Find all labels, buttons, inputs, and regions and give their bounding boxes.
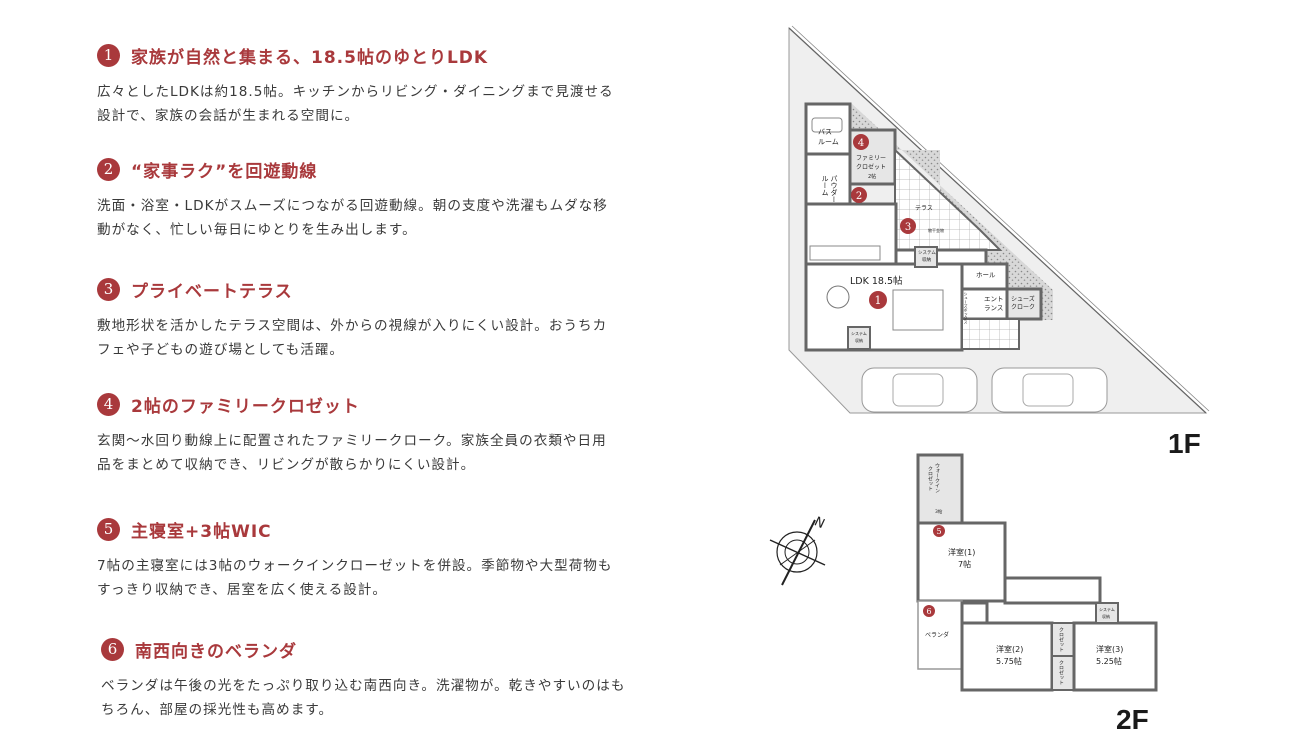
feature-title: プライベートテラス <box>131 281 293 302</box>
site-1f: バス ルーム ファミリー クロゼット 2帖 パウダー ルーム テラス 物干金物 … <box>788 25 1210 414</box>
car-2 <box>991 367 1108 413</box>
label-system-storage-2f: システム <box>1099 606 1115 612</box>
house-2f: ウォークイン クロゼット 3帖 洋室(1) 7帖 ベランダ システム 収納 洋室… <box>916 453 1158 692</box>
marker-2: 2 <box>851 187 867 203</box>
label-system-storage-2: 収納 <box>922 256 931 263</box>
house-1f <box>804 102 1043 352</box>
label-shoes-cloak-2: クローク <box>1011 304 1035 311</box>
feature-title: 主寝室+3帖WIC <box>131 521 272 542</box>
label-terrace: テラス <box>915 205 933 212</box>
label-bath: バス <box>818 128 832 136</box>
marker-6: 6 <box>923 605 935 617</box>
compass-icon: N <box>769 514 827 586</box>
marker-5: 5 <box>933 525 945 537</box>
feature-title: 家族が自然と集まる、18.5帖のゆとりLDK <box>131 47 489 68</box>
svg-text:5: 5 <box>936 527 941 536</box>
label-bath-2: ルーム <box>818 138 839 146</box>
feature-4: 4 2帖のファミリークロゼット 玄関〜水回り動線上に配置されたファミリークローク… <box>97 391 697 477</box>
label-shoes-cloak: シューズ <box>1011 295 1035 303</box>
label-room1-size: 7帖 <box>958 559 971 569</box>
feature-2: 2 “家事ラク”を回遊動線 洗面・浴室・LDKがスムーズにつながる回遊動線。朝の… <box>97 156 697 242</box>
feature-description: 敷地形状を活かしたテラス空間は、外からの視線が入りにくい設計。おうちカ フェや子… <box>97 318 608 358</box>
label-room2-size: 5.75帖 <box>996 656 1022 666</box>
label-entrance-2: ランス <box>984 304 1003 312</box>
feature-title: 2帖のファミリークロゼット <box>131 396 360 417</box>
feature-1: 1 家族が自然と集まる、18.5帖のゆとりLDK 広々としたLDKは約18.5帖… <box>97 42 697 128</box>
label-walkin-size: 3帖 <box>935 508 943 515</box>
label-family-closet: ファミリー <box>856 155 886 162</box>
floor-label-1f: 1F <box>1168 428 1201 459</box>
marker-1: 1 <box>869 291 887 309</box>
label-powder: パウダー <box>830 175 838 203</box>
number-badge: 6 <box>101 637 124 661</box>
svg-text:6: 6 <box>926 607 931 616</box>
label-system-storage-ldk-2: 収納 <box>855 337 863 343</box>
label-system-storage: システム <box>918 250 936 256</box>
label-shoes-box: シューズボックス <box>964 292 969 325</box>
label-walkin-2: クロゼット <box>927 466 933 491</box>
marker-4: 4 <box>853 134 869 150</box>
feature-6: 6 南西向きのベランダ ベランダは午後の光をたっぷり取り込む南西向き。洗濯物が。… <box>101 636 701 722</box>
compass-north-label: N <box>812 514 827 532</box>
label-closet-1: クロゼット <box>1058 627 1064 652</box>
number-badge: 2 <box>97 157 120 181</box>
label-ldk: LDK 18.5帖 <box>850 275 903 287</box>
label-family-closet-size: 2帖 <box>868 173 876 180</box>
svg-text:4: 4 <box>858 138 864 149</box>
label-room2: 洋室(2) <box>996 644 1023 654</box>
car-1 <box>861 367 978 413</box>
label-powder-2: ルーム <box>821 175 829 196</box>
label-room1: 洋室(1) <box>948 547 975 557</box>
svg-text:1: 1 <box>875 294 882 307</box>
feature-description: ベランダは午後の光をたっぷり取り込む南西向き。洗濯物が。乾きやすいのはも ちろん… <box>101 678 626 718</box>
label-entrance: エント <box>984 295 1004 303</box>
number-badge: 1 <box>97 43 120 67</box>
marker-3: 3 <box>900 218 916 234</box>
feature-3: 3 プライベートテラス 敷地形状を活かしたテラス空間は、外からの視線が入りにくい… <box>97 276 697 362</box>
label-family-closet-2: クロゼット <box>856 163 886 171</box>
label-room3: 洋室(3) <box>1096 644 1123 654</box>
number-badge: 4 <box>97 392 120 416</box>
label-room3-size: 5.25帖 <box>1096 656 1122 666</box>
feature-description: 7帖の主寝室には3帖のウォークインクローゼットを併設。季節物や大型荷物も すっき… <box>97 558 613 598</box>
label-terrace-note: 物干金物 <box>928 227 944 233</box>
feature-description: 広々としたLDKは約18.5帖。キッチンからリビング・ダイニングまで見渡せる 設… <box>97 84 614 124</box>
floor-label-2f: 2F <box>1116 704 1149 735</box>
feature-description: 洗面・浴室・LDKがスムーズにつながる回遊動線。朝の支度や洗濯もムダな移 動がな… <box>97 198 608 238</box>
svg-text:3: 3 <box>905 222 911 233</box>
label-system-storage-ldk: システム <box>851 330 867 336</box>
svg-text:2: 2 <box>856 191 862 202</box>
number-badge: 5 <box>97 517 120 541</box>
label-walkin: ウォークイン <box>934 462 940 493</box>
feature-title: 南西向きのベランダ <box>135 641 297 662</box>
label-hall: ホール <box>976 271 996 279</box>
feature-description: 玄関〜水回り動線上に配置されたファミリークローク。家族全員の衣類や日用 品をまと… <box>97 433 607 473</box>
label-veranda: ベランダ <box>925 631 949 639</box>
number-badge: 3 <box>97 277 120 301</box>
label-closet-2: クロゼット <box>1058 660 1064 685</box>
feature-5: 5 主寝室+3帖WIC 7帖の主寝室には3帖のウォークインクローゼットを併設。季… <box>97 516 697 602</box>
label-system-storage-2f-2: 収納 <box>1102 613 1110 619</box>
feature-title: “家事ラク”を回遊動線 <box>131 161 318 182</box>
